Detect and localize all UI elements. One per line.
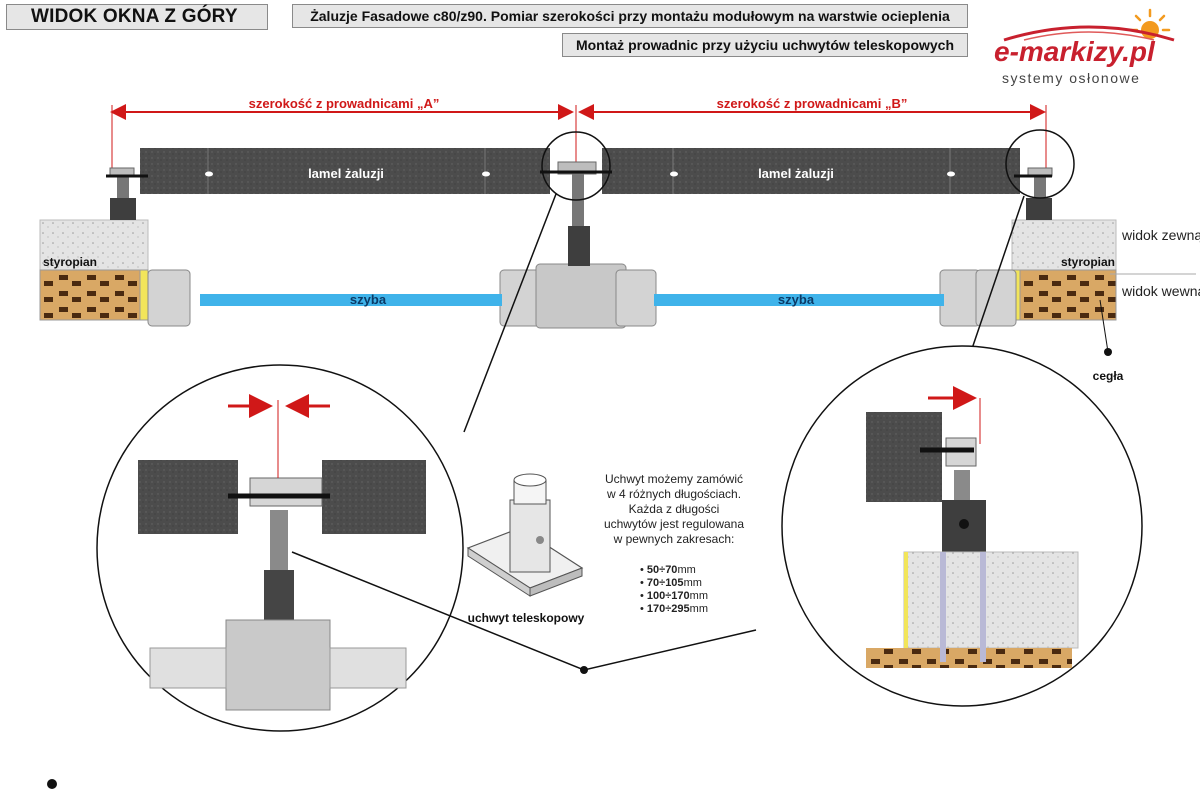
bullet-dot [47,779,57,789]
bracket-right [1014,167,1053,220]
bracket-size-list: • 50÷70mm • 70÷105mm • 100÷170mm • 170÷2… [640,564,708,616]
page-subtitle-mounting: Montaż prowadnic przy użyciu uchwytów te… [562,33,968,57]
size-item: • 70÷105mm [640,577,702,589]
page-title: WIDOK OKNA Z GÓRY [6,4,268,30]
note-line: uchwytów jest regulowana [603,517,745,531]
slat-right-label: lamel żaluzji [758,166,834,181]
detail-circle-left [96,364,464,732]
brick-label: cegła [1093,369,1124,383]
roof-logo-icon [1003,25,1175,42]
slat-right: lamel żaluzji [602,148,1020,194]
slat-left: lamel żaluzji [140,148,550,194]
note-line: w 4 różnych długościach. [606,487,742,501]
note-line: Każda z długości [628,502,720,516]
bracket-center [540,161,612,266]
callout-center-small [541,131,611,201]
dimension-b-label: szerokość z prowadnicami „B” [717,96,908,111]
styrofoam-left-label: styropian [43,255,97,269]
logo-brand: e-markizy.pl [994,36,1155,67]
inside-view-label: widok wewnątrz [1121,283,1200,299]
glass-left-label: szyba [350,292,387,307]
callout-right-small [1005,129,1075,199]
size-item: • 100÷170mm [640,590,708,602]
dimension-a-label: szerokość z prowadnicami „A” [249,96,440,111]
size-item: • 170÷295mm [640,603,708,615]
note-line: w pewnych zakresach: [613,532,735,546]
window-frames [147,263,1017,329]
glass-pane-right: szyba [654,292,944,307]
detail-circle-right [781,345,1143,707]
logo-tagline: systemy osłonowe [1002,70,1141,86]
dimension-b: szerokość z prowadnicami „B” [578,96,1047,168]
outside-view-label: widok zewnątrz [1121,227,1200,243]
brand-logo[interactable]: e-markizy.pl systemy osłonowe [994,25,1184,88]
bracket-note: Uchwyt możemy zamówić w 4 różnych długoś… [586,472,762,547]
note-line: Uchwyt możemy zamówić [604,472,744,486]
glass-pane-left: szyba [200,292,502,307]
bracket-label: uchwyt teleskopowy [468,611,585,625]
left-wall: styropian [39,219,149,321]
size-item: • 50÷70mm [640,564,696,576]
slat-left-label: lamel żaluzji [308,166,384,181]
telescopic-bracket-illustration: uchwyt teleskopowy [466,473,585,625]
dimension-a: szerokość z prowadnicami „A” [110,96,577,168]
glass-right-label: szyba [778,292,815,307]
bracket-left [106,167,148,220]
styrofoam-right-label: styropian [1061,255,1115,269]
page-subtitle: Żaluzje Fasadowe c80/z90. Pomiar szeroko… [292,4,968,28]
